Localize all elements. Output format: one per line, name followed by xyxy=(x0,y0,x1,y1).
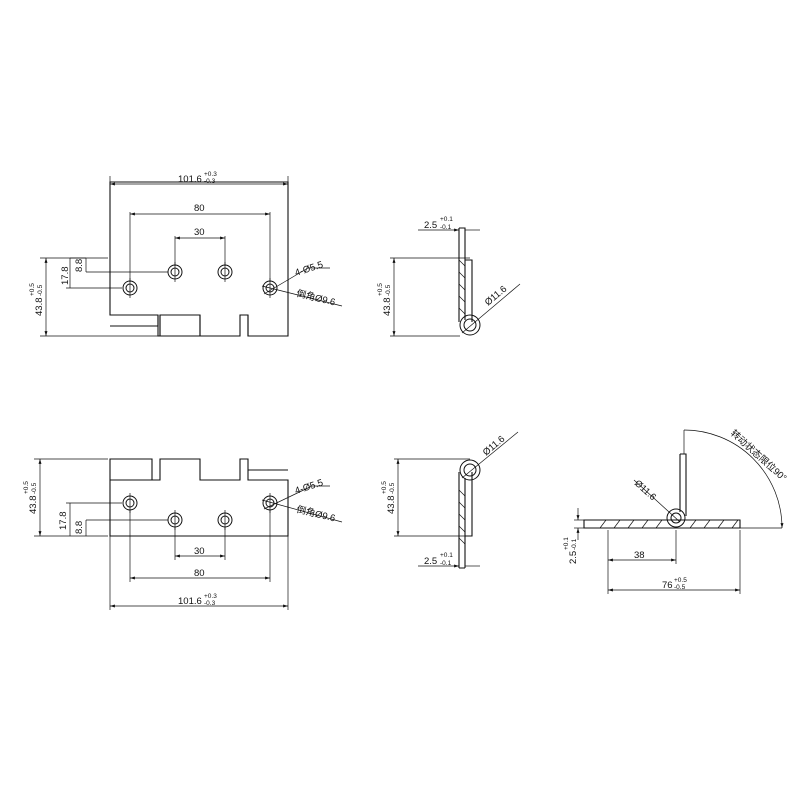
rotation-note: 转动状态限位90° xyxy=(728,427,789,484)
bottom-side-height-tol-lower: -0.5 xyxy=(389,482,396,494)
bottom-side-view: 43.8 +0.5 -0.5 2.5 +0.1 -0.1 Ø11.6 xyxy=(381,431,519,569)
rotation-arc xyxy=(683,429,784,529)
top-height-tol-lower: -0.5 xyxy=(37,284,44,296)
top-side-leaf xyxy=(458,227,466,322)
open-total-tol-lower: -0.5 xyxy=(674,584,686,591)
bottom-side-knuckle-pin xyxy=(463,463,477,477)
bottom-holes xyxy=(122,493,278,530)
bottom-chamfer-note: 倒角Ø9.6 xyxy=(295,503,336,524)
open-thickness-tol-lower: -0.1 xyxy=(571,538,578,550)
bottom-side-leaf xyxy=(458,472,466,569)
bottom-side-thickness-tol-lower: -0.1 xyxy=(440,560,452,567)
top-leaf-knuckles xyxy=(110,315,288,337)
bottom-side-knuckle-dim: Ø11.6 xyxy=(481,434,507,459)
top-side-lower-leaf xyxy=(465,259,473,322)
top-offset-small-dim: 8.8 xyxy=(74,259,85,272)
bottom-width-tol-upper: +0.3 xyxy=(204,593,217,600)
open-leaf-hatch xyxy=(599,519,739,529)
top-side-height-tol-upper: +0.5 xyxy=(377,283,384,296)
bottom-height-tol-upper: +0.5 xyxy=(23,481,30,494)
top-width-tol-lower: -0.3 xyxy=(204,178,216,185)
open-total-length-dim: 76 xyxy=(662,580,673,591)
bottom-width-tol-lower: -0.3 xyxy=(204,600,216,607)
open-knuckle-pin xyxy=(670,512,682,524)
top-side-knuckle-pin xyxy=(463,318,477,332)
open-horizontal-leaf xyxy=(583,519,741,529)
bottom-side-thickness-tol-upper: +0.1 xyxy=(440,552,453,559)
top-side-height-tol-lower: -0.5 xyxy=(385,284,392,296)
bottom-side-upper-leaf xyxy=(465,472,473,537)
bottom-height-dim: 43.8 xyxy=(28,496,39,515)
top-holes xyxy=(122,262,278,298)
bottom-front-view: 101.6 +0.3 -0.3 80 30 8.8 17.8 43.8 +0.5… xyxy=(23,458,343,610)
top-height-dim: 43.8 xyxy=(34,298,45,317)
bottom-side-height-tol-upper: +0.5 xyxy=(381,481,388,494)
open-vertical-leaf xyxy=(679,453,687,516)
bottom-side-height-dim: 43.8 xyxy=(386,496,397,515)
open-leaf-length-dim: 38 xyxy=(634,550,645,561)
bottom-side-thickness-dim: 2.5 xyxy=(424,556,437,567)
open-thickness-tol-upper: +0.1 xyxy=(563,537,570,550)
top-side-height-dim: 43.8 xyxy=(382,298,393,317)
open-knuckle xyxy=(666,508,686,528)
open-thickness-dim: 2.5 xyxy=(568,551,579,564)
bottom-inner-pitch-dim: 30 xyxy=(194,546,205,557)
top-width-dim: 101.6 xyxy=(178,174,202,185)
top-height-tol-upper: +0.5 xyxy=(29,283,36,296)
top-side-thickness-dim: 2.5 xyxy=(424,220,437,231)
open-knuckle-dim: Ø11.6 xyxy=(632,478,658,503)
top-offset-large-dim: 17.8 xyxy=(60,267,71,286)
bottom-height-tol-lower: -0.5 xyxy=(31,482,38,494)
open-total-tol-upper: +0.5 xyxy=(674,577,687,584)
top-hole-note: 4-Ø5.5 xyxy=(294,259,325,278)
bottom-side-leaf-hatch xyxy=(458,489,466,545)
open-view: 转动状态限位90° Ø11.6 38 76 +0.5 -0.5 2.5 +0.1… xyxy=(563,427,789,594)
top-outer-pitch-dim: 80 xyxy=(194,203,205,214)
top-inner-pitch-dim: 30 xyxy=(194,227,205,238)
bottom-width-dim: 101.6 xyxy=(178,596,202,607)
top-front-view: 101.6 +0.3 -0.3 80 30 8.8 17.8 43.8 +0.5… xyxy=(29,171,343,337)
top-side-leaf-hatch xyxy=(458,259,466,315)
bottom-hole-note: 4-Ø5.5 xyxy=(294,477,325,496)
bottom-offset-small-dim: 8.8 xyxy=(74,521,85,534)
top-side-view: 43.8 +0.5 -0.5 2.5 +0.1 -0.1 Ø11.6 xyxy=(377,216,521,337)
bottom-outer-pitch-dim: 80 xyxy=(194,568,205,579)
top-chamfer-note: 倒角Ø9.6 xyxy=(295,287,336,308)
bottom-leaf-knuckles xyxy=(110,469,288,481)
bottom-offset-large-dim: 17.8 xyxy=(58,512,69,531)
top-side-thickness-tol-lower: -0.1 xyxy=(440,224,452,231)
top-side-knuckle xyxy=(459,314,481,336)
top-width-tol-upper: +0.3 xyxy=(204,171,217,178)
top-side-thickness-tol-upper: +0.1 xyxy=(440,216,453,223)
bottom-side-knuckle xyxy=(459,459,481,481)
